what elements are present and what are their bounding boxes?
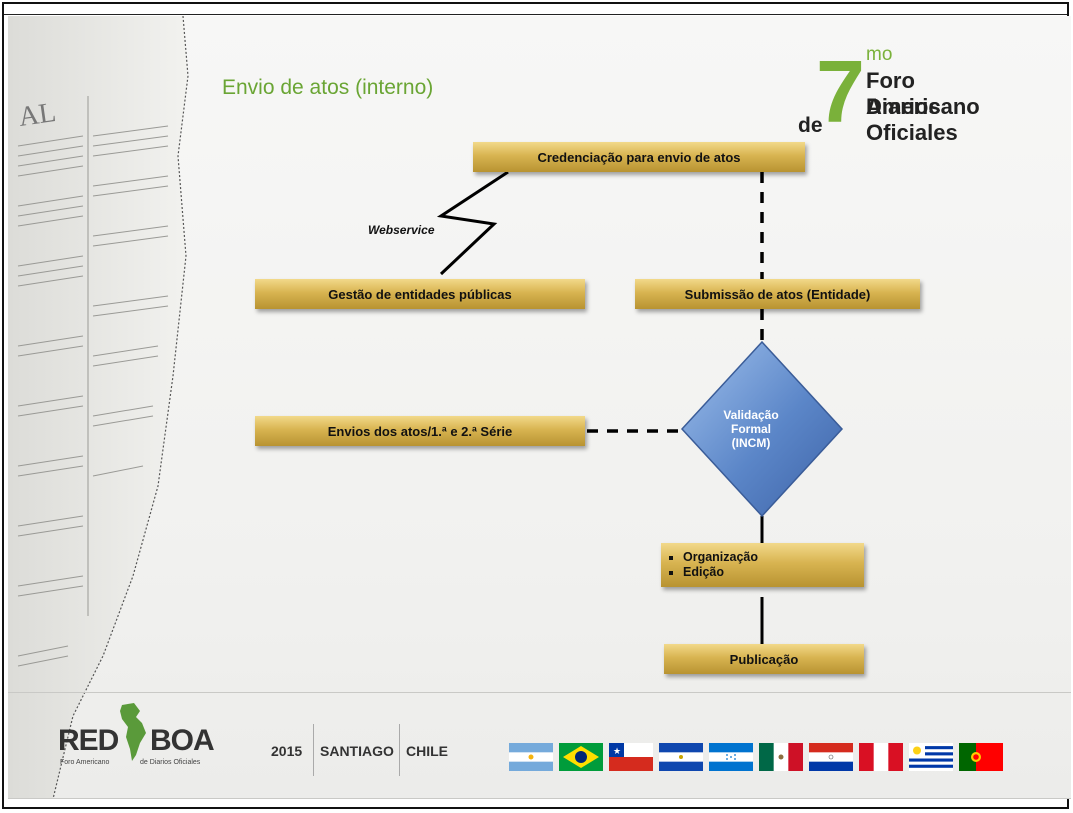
footer-year: 2015	[271, 743, 303, 759]
footer-country: CHILE	[406, 743, 448, 759]
footer-city: SANTIAGO	[320, 743, 394, 759]
envios-label: Envios dos atos/1.ª e 2.ª Série	[327, 423, 513, 439]
logo-superscript: mo	[866, 44, 893, 65]
uruguay-flag	[909, 743, 953, 771]
validacao-line3: (INCM)	[731, 436, 771, 450]
submissao-label: Submissão de atos (Entidade)	[684, 286, 871, 302]
credenciacao-label: Credenciação para envio de atos	[537, 149, 741, 165]
slide-title: Envio de atos (interno)	[222, 76, 434, 99]
redboa-subtitle-right: de Diarios Oficiales	[140, 759, 201, 766]
argentina-flag	[509, 743, 553, 771]
el-salvador-flag	[659, 743, 703, 771]
redboa-boa-text: BOA	[150, 724, 215, 757]
list-item: Organização	[683, 550, 758, 565]
webservice-label: Webservice	[368, 223, 435, 237]
peru-flag	[859, 743, 903, 771]
footer-bottom-divider	[8, 798, 1071, 799]
redboa-red-text: RED	[58, 724, 119, 757]
gestao-label: Gestão de entidades públicas	[328, 286, 512, 302]
publicacao-label: Publicação	[729, 651, 799, 667]
organizacao-box: Organização Edição	[661, 543, 864, 587]
footer-separator	[313, 724, 314, 776]
newspaper-decoration: AL	[8, 16, 189, 799]
logo-prefix: de	[798, 114, 823, 137]
organizacao-list: Organização Edição	[661, 550, 758, 580]
honduras-flag	[709, 743, 753, 771]
publicacao-box: Publicação	[664, 644, 864, 674]
slide: AL Envio de atos (interno) de 7 mo Foro …	[8, 16, 1071, 799]
redboa-logo: RED BOA Foro Americano de Diarios Oficia…	[58, 699, 228, 769]
paraguay-flag	[809, 743, 853, 771]
diagram-connectors	[436, 170, 844, 644]
validacao-line2: Formal	[730, 422, 771, 436]
webservice-connector	[436, 170, 509, 276]
brazil-flag	[559, 743, 603, 771]
credenciacao-box: Credenciação para envio de atos	[473, 142, 805, 172]
submissao-box: Submissão de atos (Entidade)	[635, 279, 920, 309]
validacao-label: Validação Formal (INCM)	[676, 408, 826, 450]
list-item: Edição	[683, 565, 758, 580]
svg-text:★: ★	[613, 746, 621, 756]
foro-americano-logo: de 7 mo Foro Americano Diarios Oficiales	[798, 42, 1033, 156]
logo-number: 7	[816, 42, 865, 141]
footer-separator	[399, 724, 400, 776]
footer-divider	[8, 692, 1071, 693]
gestao-box: Gestão de entidades públicas	[255, 279, 585, 309]
top-bar	[4, 4, 1067, 15]
logo-line2: Diarios Oficiales	[866, 94, 958, 145]
envios-box: Envios dos atos/1.ª e 2.ª Série	[255, 416, 585, 446]
svg-text:AL: AL	[17, 97, 58, 133]
portugal-flag	[959, 743, 1003, 771]
americas-map-icon	[120, 703, 146, 761]
chile-flag: ★	[609, 743, 653, 771]
mexico-flag	[759, 743, 803, 771]
logo-line1: Foro Americano	[866, 68, 980, 119]
validacao-line1: Validação	[723, 408, 779, 422]
redboa-subtitle-left: Foro Americano	[60, 759, 110, 766]
validacao-diamond	[680, 340, 844, 518]
